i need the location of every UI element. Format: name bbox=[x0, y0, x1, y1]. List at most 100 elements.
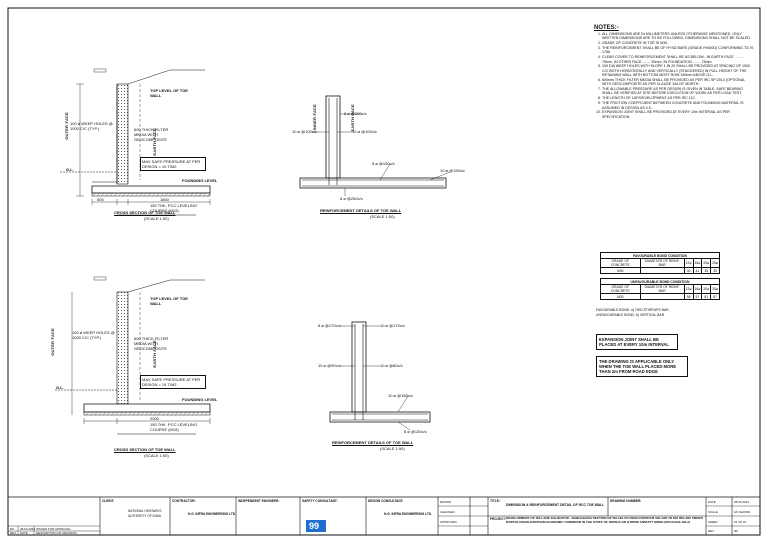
client-name: NATIONAL HIGHWAYS AUTHORITY OF INDIA bbox=[128, 509, 162, 518]
top-level-label-2: TOP LEVEL OF TOE WALL bbox=[150, 296, 188, 306]
project-label: PROJECT: bbox=[490, 517, 506, 521]
rebar-r1-c: 12 ⌀ @100c/c bbox=[352, 129, 377, 134]
bond-value: 35 bbox=[701, 267, 712, 274]
bond-value: 41 bbox=[692, 267, 703, 274]
bond-grade-cell: M30 bbox=[600, 267, 641, 274]
date-value: 28.03.2024 bbox=[734, 500, 750, 504]
note-item: THE REINFORCEMENT SHALL BE OF HYSD BARS … bbox=[602, 46, 754, 55]
independent-engineer-label: INDEPENDENT ENGINEER: bbox=[238, 499, 280, 503]
notes-panel: NOTES:- ALL DIMENSIONS ARE IN MILLIMETER… bbox=[594, 24, 754, 120]
rebar-r2-l: 8 ⌀ @130c/c bbox=[404, 429, 427, 434]
bond-bar-size: 16⌀ bbox=[692, 258, 703, 268]
rebar-r2-j: 10 ⌀ @80c/c bbox=[380, 363, 403, 368]
outer-face-label-2: OUTER FACE bbox=[50, 328, 55, 356]
founding-level-label-1: FOUNDING LEVEL bbox=[182, 178, 218, 183]
logo-block bbox=[306, 520, 326, 532]
title-text: DIMENSION & REINFORCEMENT DETAIL OF RCC … bbox=[506, 503, 605, 507]
bond-footnote: FAVOURABLE BOND: a) TIED STIRRUPS BAR, U… bbox=[596, 308, 670, 317]
contractor-name: H.G. INFRA ENGINEERING LTD. bbox=[188, 512, 236, 516]
bond-col-dia: DIAMETER OF REINF. BAR bbox=[639, 284, 685, 294]
section-2-scale: (SCALE 1:50) bbox=[144, 453, 169, 458]
gl-label-1: G.L. bbox=[66, 167, 74, 172]
expansion-joint-box: EXPANSION JOINT SHALL BE PLACED AT EVERY… bbox=[596, 334, 678, 350]
section-2-geometry bbox=[55, 276, 211, 435]
scale-value: AS SHOWN bbox=[734, 510, 751, 514]
drawing-number-label: DRAWING NUMBER: bbox=[610, 499, 642, 503]
approved-label: APPROVED bbox=[440, 520, 457, 524]
note-item: THE FRICTION COEFFICIENT BETWEEN CONCRET… bbox=[602, 101, 754, 110]
rev-head-date: DATE bbox=[20, 531, 28, 535]
earth-face-label-r1: EARTH FACE bbox=[350, 104, 355, 132]
contractor-label: CONTRACTOR: bbox=[172, 499, 196, 503]
project-text: DEVELOPMENT OF SIX LANE KALIKAPUR - BARH… bbox=[506, 516, 703, 524]
bond-bar-size: 16⌀ bbox=[692, 284, 703, 294]
weep-holes-label-1: 100 ⌀ WEEP HOLES @ 1000 C/C (TYP.) bbox=[70, 121, 113, 131]
reinforcement-1-title: REINFORCEMENT DETAILS OF TOE WALL bbox=[320, 208, 402, 213]
bond-bar-size: 12⌀ bbox=[683, 258, 694, 268]
bond-value: 81 bbox=[701, 293, 712, 300]
rebar-r2-g: 8 ⌀ @170c/c bbox=[318, 323, 341, 328]
dim-1-b: 1800 bbox=[160, 197, 169, 202]
rev-head-no: REV. bbox=[10, 531, 17, 535]
bearing-box-1: MAX SAFE PRESSURE AT PER DESIGN = 10 T/M… bbox=[140, 157, 206, 171]
top-level-label-1: TOP LEVEL OF TOE WALL bbox=[150, 88, 188, 98]
applicability-box: THE DRAWING IS APPLICABLE ONLY WHEN THE … bbox=[596, 356, 688, 377]
drawn-label: DRAWN bbox=[440, 500, 452, 504]
client-label: CLIENT: bbox=[102, 499, 115, 503]
inner-face-label-r1: INNER FACE bbox=[312, 104, 317, 131]
rev-label: REV bbox=[708, 529, 715, 533]
bond-bar-size: 20⌀ bbox=[701, 258, 712, 268]
filter-media-label-2: 600 THICK FILTER MEDIA WITH GEOCOMPOSITE bbox=[134, 336, 169, 351]
section-1-geometry bbox=[60, 68, 211, 216]
bond-value: 40 bbox=[683, 267, 694, 274]
checked-label: CHECKED bbox=[440, 510, 455, 514]
founding-level-label-2: FOUNDING LEVEL bbox=[182, 397, 218, 402]
rebar-r2-h: 10 ⌀ @170c/c bbox=[380, 323, 405, 328]
note-item: EXPANSION JOINT SHALL BE PROVIDED AT EVE… bbox=[602, 110, 754, 119]
note-item: CLEAR COVER TO REINFORCEMENT SHALL BE AS… bbox=[602, 55, 754, 64]
date-label: DATE bbox=[708, 500, 716, 504]
rebar-r1-e: 8 ⌀ @250c/c bbox=[340, 196, 363, 201]
rebar-r2-k: 10 ⌀ @180c/c bbox=[388, 393, 413, 398]
unfavourable-bond-table: UNFAVOURABLE BOND CONDITION GRADE OF CON… bbox=[600, 278, 720, 300]
note-item: GRADE OF CONCRETE IN TOE IS M30. bbox=[602, 41, 754, 45]
dim-2-b: 2000 bbox=[150, 416, 159, 421]
section-1-title: CROSS SECTION OF TOE WALL bbox=[114, 210, 176, 215]
gl-label-2: G.L. bbox=[56, 385, 64, 390]
rebar-r1-b: 10 ⌀ @100c/c bbox=[292, 129, 317, 134]
favourable-bond-table: FAVOURABLE BOND CONDITION GRADE OF CONCR… bbox=[600, 252, 720, 274]
bond-grade-cell: M30 bbox=[600, 293, 641, 300]
bond-bar-size: 25⌀ bbox=[710, 258, 720, 268]
bond-bar-size: 25⌀ bbox=[710, 284, 720, 294]
bond-bar-size: 12⌀ bbox=[683, 284, 694, 294]
rebar-r1-d: 8 ⌀ @150c/c bbox=[372, 161, 395, 166]
outer-face-label-1: OUTER FACE bbox=[64, 112, 69, 140]
bond-value: 30 bbox=[710, 267, 720, 274]
scale-label: SCALE bbox=[708, 510, 718, 514]
note-item: THE LENGTH OF LAP/DEVELOPMENT AS PER IRC… bbox=[602, 96, 754, 100]
note-item: 100 DIA WEEP HOLES WITH SLOPE 1 IN 20 SH… bbox=[602, 64, 754, 77]
section-2-title: CROSS SECTION OF TOE WALL bbox=[114, 447, 176, 452]
logo-text: 99 bbox=[309, 521, 320, 531]
title-label: TITLE: bbox=[490, 499, 500, 503]
bond-col-grade: GRADE OF CONCRETE bbox=[600, 284, 641, 294]
reinforcement-1-geometry bbox=[299, 95, 451, 196]
bond-value: 56 bbox=[683, 293, 694, 300]
weep-holes-label-2: 100 ⌀ WEEP HOLES @ 1000 C/C (TYP.) bbox=[72, 330, 115, 340]
reinforcement-2-geometry bbox=[329, 321, 431, 431]
rebar-r2-i: 10 ⌀ @90c/c bbox=[318, 363, 341, 368]
bond-value: 57 bbox=[692, 293, 703, 300]
bond-col-dia: DIAMETER OF REINF. BAR bbox=[639, 258, 685, 268]
rev-row-no: R0 bbox=[10, 527, 14, 531]
section-1-scale: (SCALE 1:50) bbox=[144, 216, 169, 221]
rebar-r1-a: 8 ⌀ @200c/c bbox=[344, 111, 367, 116]
rev-value: R0 bbox=[734, 529, 738, 533]
notes-heading: NOTES:- bbox=[594, 25, 619, 31]
note-item: 600mm THICK FILTER MEDIA SHALL BE PROVID… bbox=[602, 78, 754, 87]
title-block-lines bbox=[8, 497, 760, 535]
bearing-box-2: MAX SAFE PRESSURE AT PER DESIGN = 15 T/M… bbox=[140, 375, 206, 389]
bond-value: 87 bbox=[710, 293, 720, 300]
filter-media-label-1: 600 THICK FILTER MEDIA WITH GEOCOMPOSITE bbox=[134, 127, 169, 142]
